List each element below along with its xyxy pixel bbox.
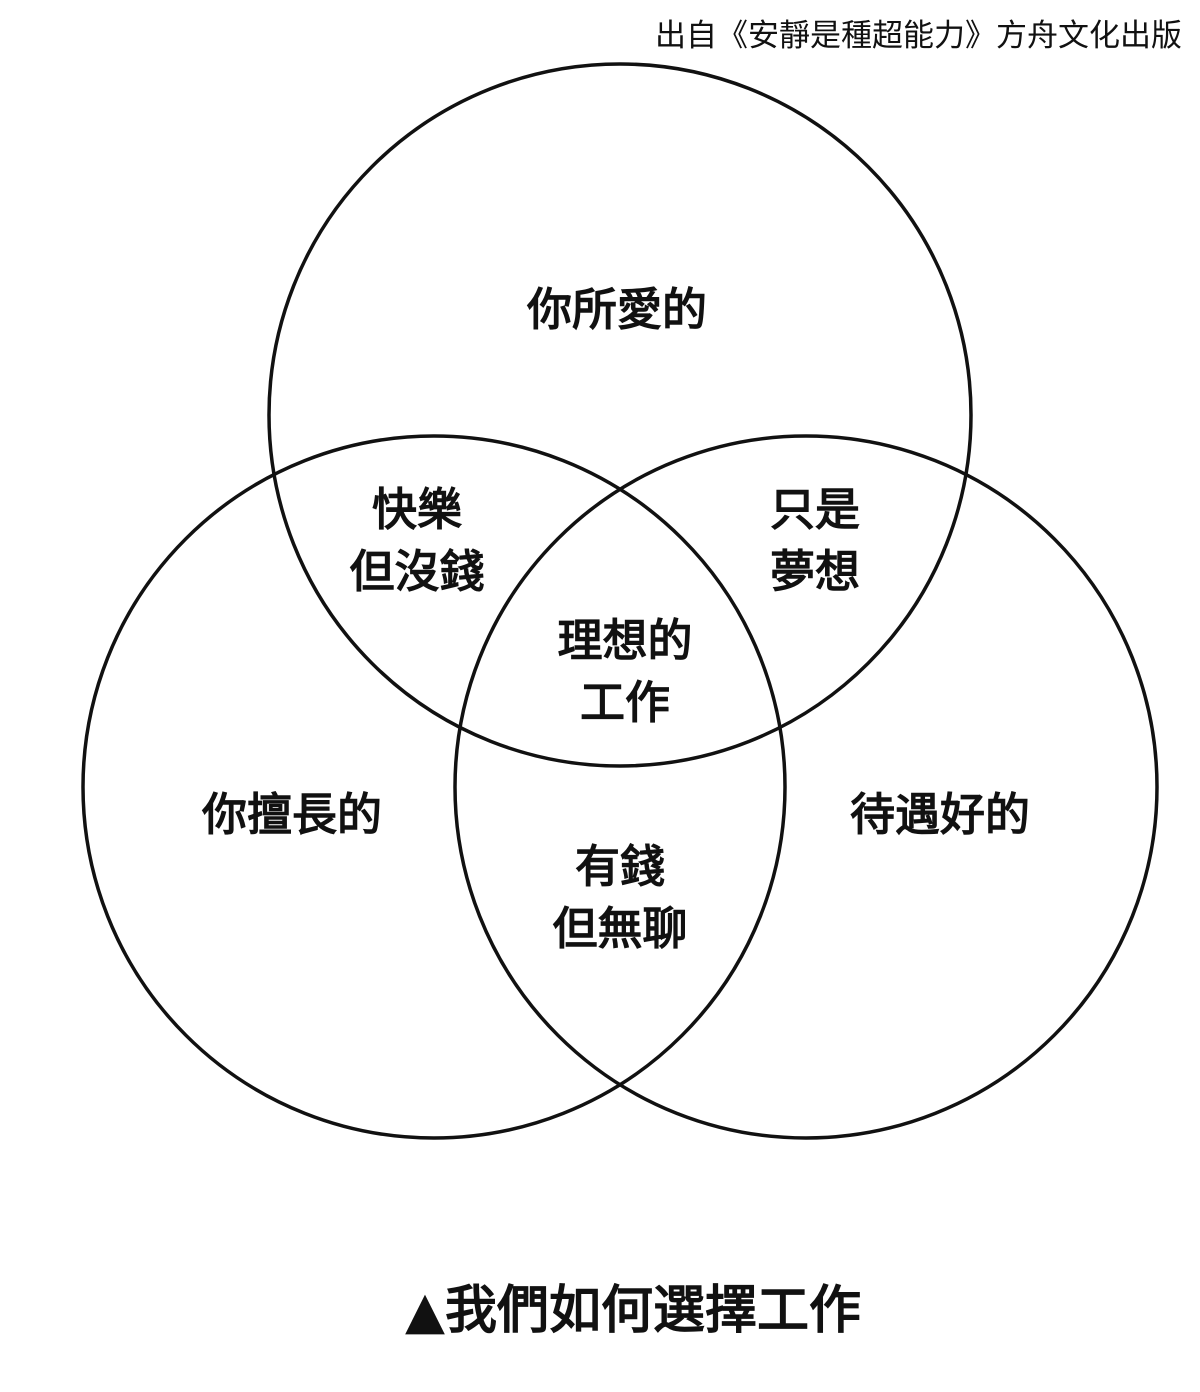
label-skill: 你擅長的 bbox=[201, 788, 382, 841]
circle-pay bbox=[453, 434, 1159, 1140]
label-just-dream-2: 夢想 bbox=[770, 545, 860, 598]
source-credit: 出自《安靜是種超能力》方舟文化出版 bbox=[655, 18, 1182, 54]
label-rich-bored-2: 但無聊 bbox=[552, 902, 687, 955]
label-love: 你所愛的 bbox=[526, 283, 707, 336]
circle-skill bbox=[81, 434, 787, 1140]
label-rich-bored-1: 有錢 bbox=[575, 840, 665, 893]
label-ideal-job-1: 理想的 bbox=[557, 614, 692, 667]
label-ideal-job-2: 工作 bbox=[580, 676, 670, 729]
circle-love bbox=[267, 62, 973, 768]
label-happy-broke-1: 快樂 bbox=[372, 483, 463, 536]
label-happy-broke-2: 但沒錢 bbox=[349, 545, 484, 598]
caption: ▲我們如何選擇工作 bbox=[405, 1281, 861, 1341]
label-pay: 待遇好的 bbox=[850, 788, 1030, 841]
label-just-dream-1: 只是 bbox=[770, 483, 860, 536]
